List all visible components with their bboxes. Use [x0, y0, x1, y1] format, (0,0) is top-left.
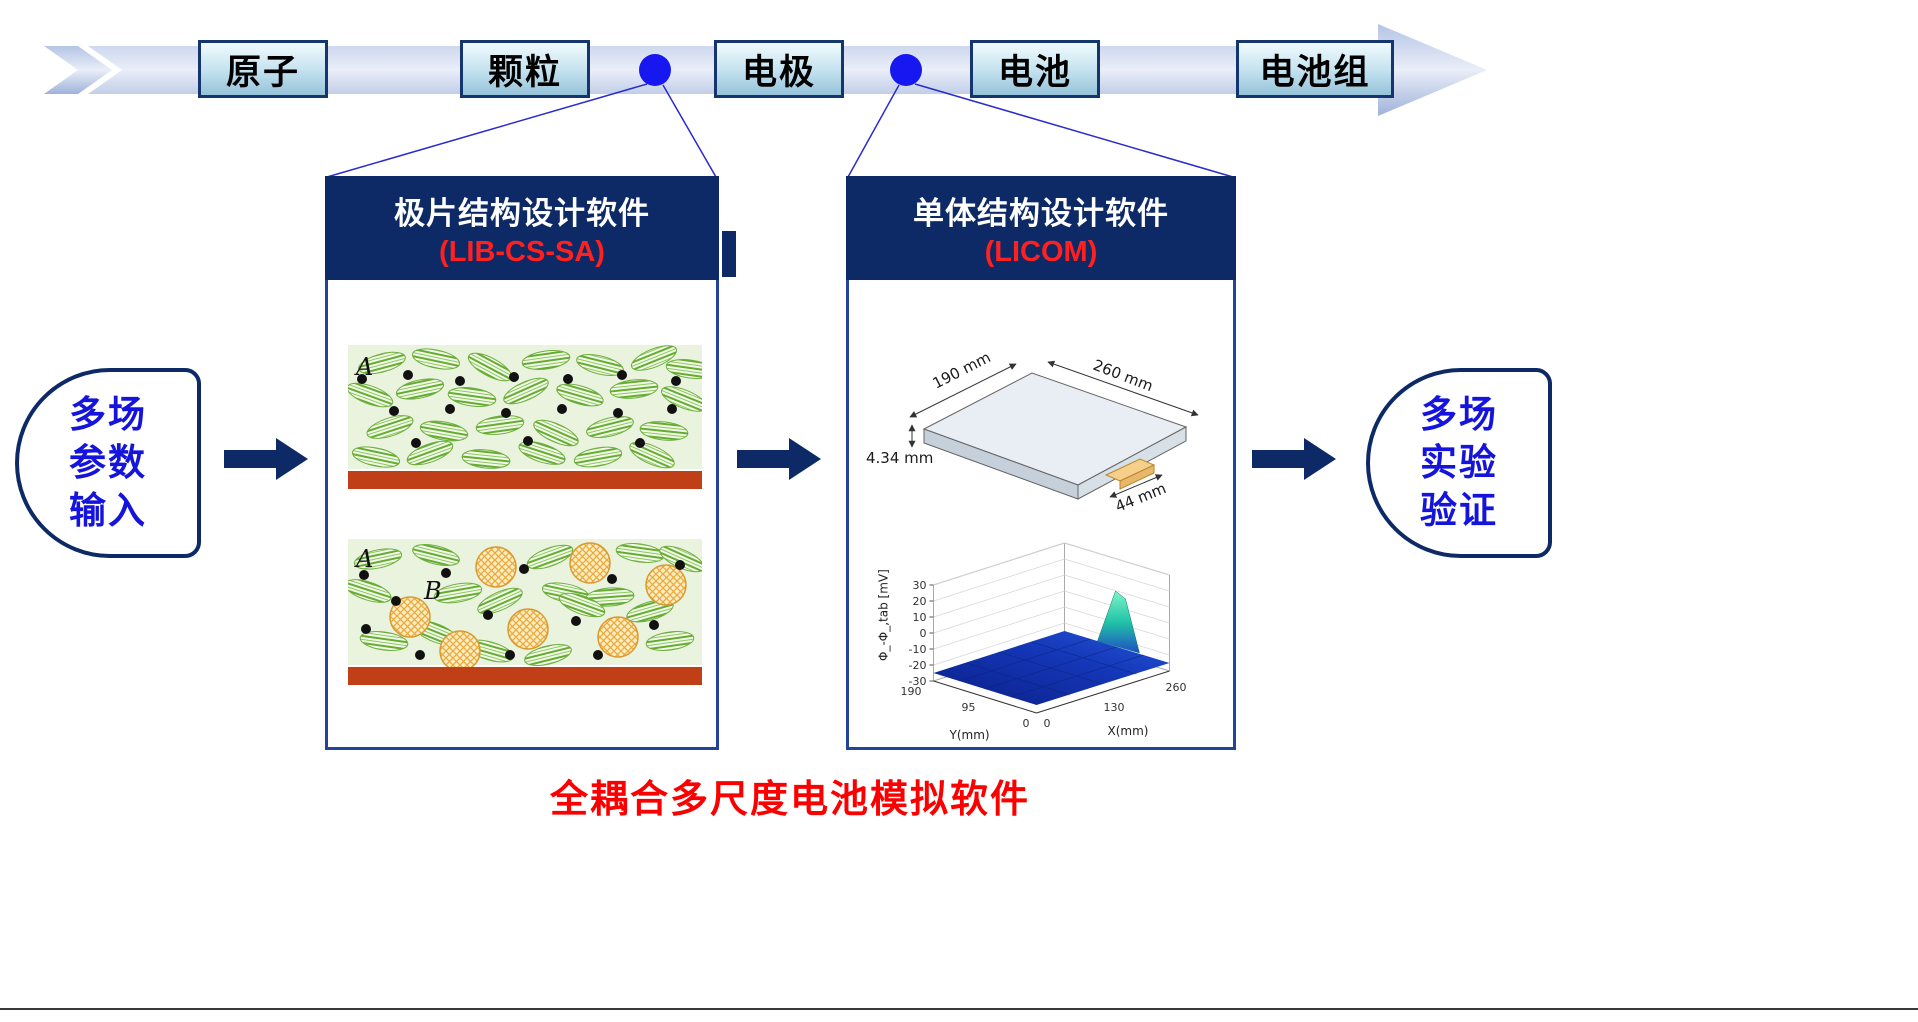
input-line-2: 参数 [69, 441, 147, 483]
secondary-particles [389, 542, 687, 672]
bottom-rule [0, 1008, 1918, 1010]
stage-electrode: 电极 [714, 40, 844, 98]
y-tick-label: 190 [901, 685, 922, 698]
micro-bottom-label-a: A [354, 545, 373, 573]
z-tick-label: -20 [909, 659, 927, 672]
scale-dot-electrode-cell [890, 54, 922, 86]
cell-dimension-sketch: 190 mm 260 mm 4.34 mm 44 mm [866, 348, 1199, 516]
cell-panel-header: 单体结构设计软件 (LICOM) [846, 176, 1236, 280]
microstructure-top: A [348, 345, 702, 489]
binder-dots [357, 370, 681, 448]
surface-mesh [959, 638, 1144, 698]
bottom-caption: 全耦合多尺度电池模拟软件 [549, 779, 1030, 821]
stage-cell-label: 电池 [997, 52, 1072, 92]
dim-length-label: 260 mm [1091, 356, 1156, 395]
cell-panel-title: 单体结构设计软件 [913, 195, 1169, 231]
z-tick-label: 0 [920, 627, 927, 640]
scale-axis-start-chevron [44, 46, 112, 94]
stage-particle: 颗粒 [460, 40, 590, 98]
cell-panel: 单体结构设计软件 (LICOM) 190 mm 260 mm 4.34 mm 4… [846, 176, 1236, 750]
z-tick-label: 20 [913, 595, 927, 608]
micro-top-label-a: A [354, 353, 373, 381]
output-line-2: 实验 [1420, 441, 1498, 483]
flow-arrow-output [1252, 438, 1336, 480]
z-tick-label: -30 [909, 675, 927, 688]
y-tick-label: 0 [1023, 717, 1030, 730]
output-line-3: 验证 [1420, 490, 1498, 532]
cell-panel-subtitle: (LICOM) [984, 235, 1098, 268]
current-collector-bar [348, 471, 702, 489]
plot-front-axes [933, 670, 1170, 714]
x-tick-label: 130 [1104, 701, 1125, 714]
micro-bottom-label-b: B [423, 577, 442, 605]
stage-cell: 电池 [970, 40, 1100, 98]
scale-dot-particle-electrode [639, 54, 671, 86]
x-tick-label: 260 [1166, 681, 1187, 694]
microstructure-bottom: A B [348, 539, 702, 685]
electrode-panel: 极片结构设计软件 (LIB-CS-SA) [325, 176, 736, 750]
stage-electrode-label: 电极 [741, 52, 816, 92]
stage-pack-label: 电池组 [1259, 52, 1371, 92]
dim-thickness-label: 4.34 mm [866, 449, 933, 467]
x-tick-label: 0 [1044, 717, 1051, 730]
surface-peak [1097, 590, 1140, 654]
dim-width-label: 190 mm [930, 348, 994, 392]
electrode-panel-subtitle: (LIB-CS-SA) [439, 235, 605, 268]
stage-pack: 电池组 [1236, 40, 1394, 98]
stage-particle-label: 颗粒 [487, 52, 562, 92]
z-ticks [929, 584, 934, 682]
connector-lines [326, 83, 1234, 178]
flow-arrow-input [224, 438, 308, 480]
input-shape: 多场 参数 输入 [15, 368, 201, 558]
y-tick-label: 95 [962, 701, 976, 714]
stage-atom-label: 原子 [225, 52, 300, 92]
header-notch [722, 231, 736, 277]
input-line-3: 输入 [69, 490, 147, 532]
current-collector-bar [348, 667, 702, 685]
z-tick-label: 10 [913, 611, 927, 624]
z-axis-label: Φ_-Φ_,tab [mV] [877, 569, 891, 661]
input-line-1: 多场 [69, 393, 147, 435]
electrode-panel-title: 极片结构设计软件 [394, 195, 650, 231]
electrode-panel-header: 极片结构设计软件 (LIB-CS-SA) [325, 176, 736, 280]
flow-arrow-middle [737, 438, 821, 480]
z-tick-label: -10 [909, 643, 927, 656]
output-line-1: 多场 [1420, 393, 1498, 435]
output-shape: 多场 实验 验证 [1366, 368, 1552, 558]
active-particles [348, 345, 702, 469]
y-axis-label: Y(mm) [949, 728, 990, 742]
active-particles [348, 542, 702, 666]
z-tick-label: 30 [913, 579, 927, 592]
potential-surface-plot: 30 20 10 0 -10 -20 -30 Φ_-Φ_,tab [mV] 19… [877, 542, 1187, 742]
stage-atom: 原子 [198, 40, 328, 98]
x-axis-label: X(mm) [1108, 724, 1149, 738]
binder-dots [359, 560, 685, 660]
